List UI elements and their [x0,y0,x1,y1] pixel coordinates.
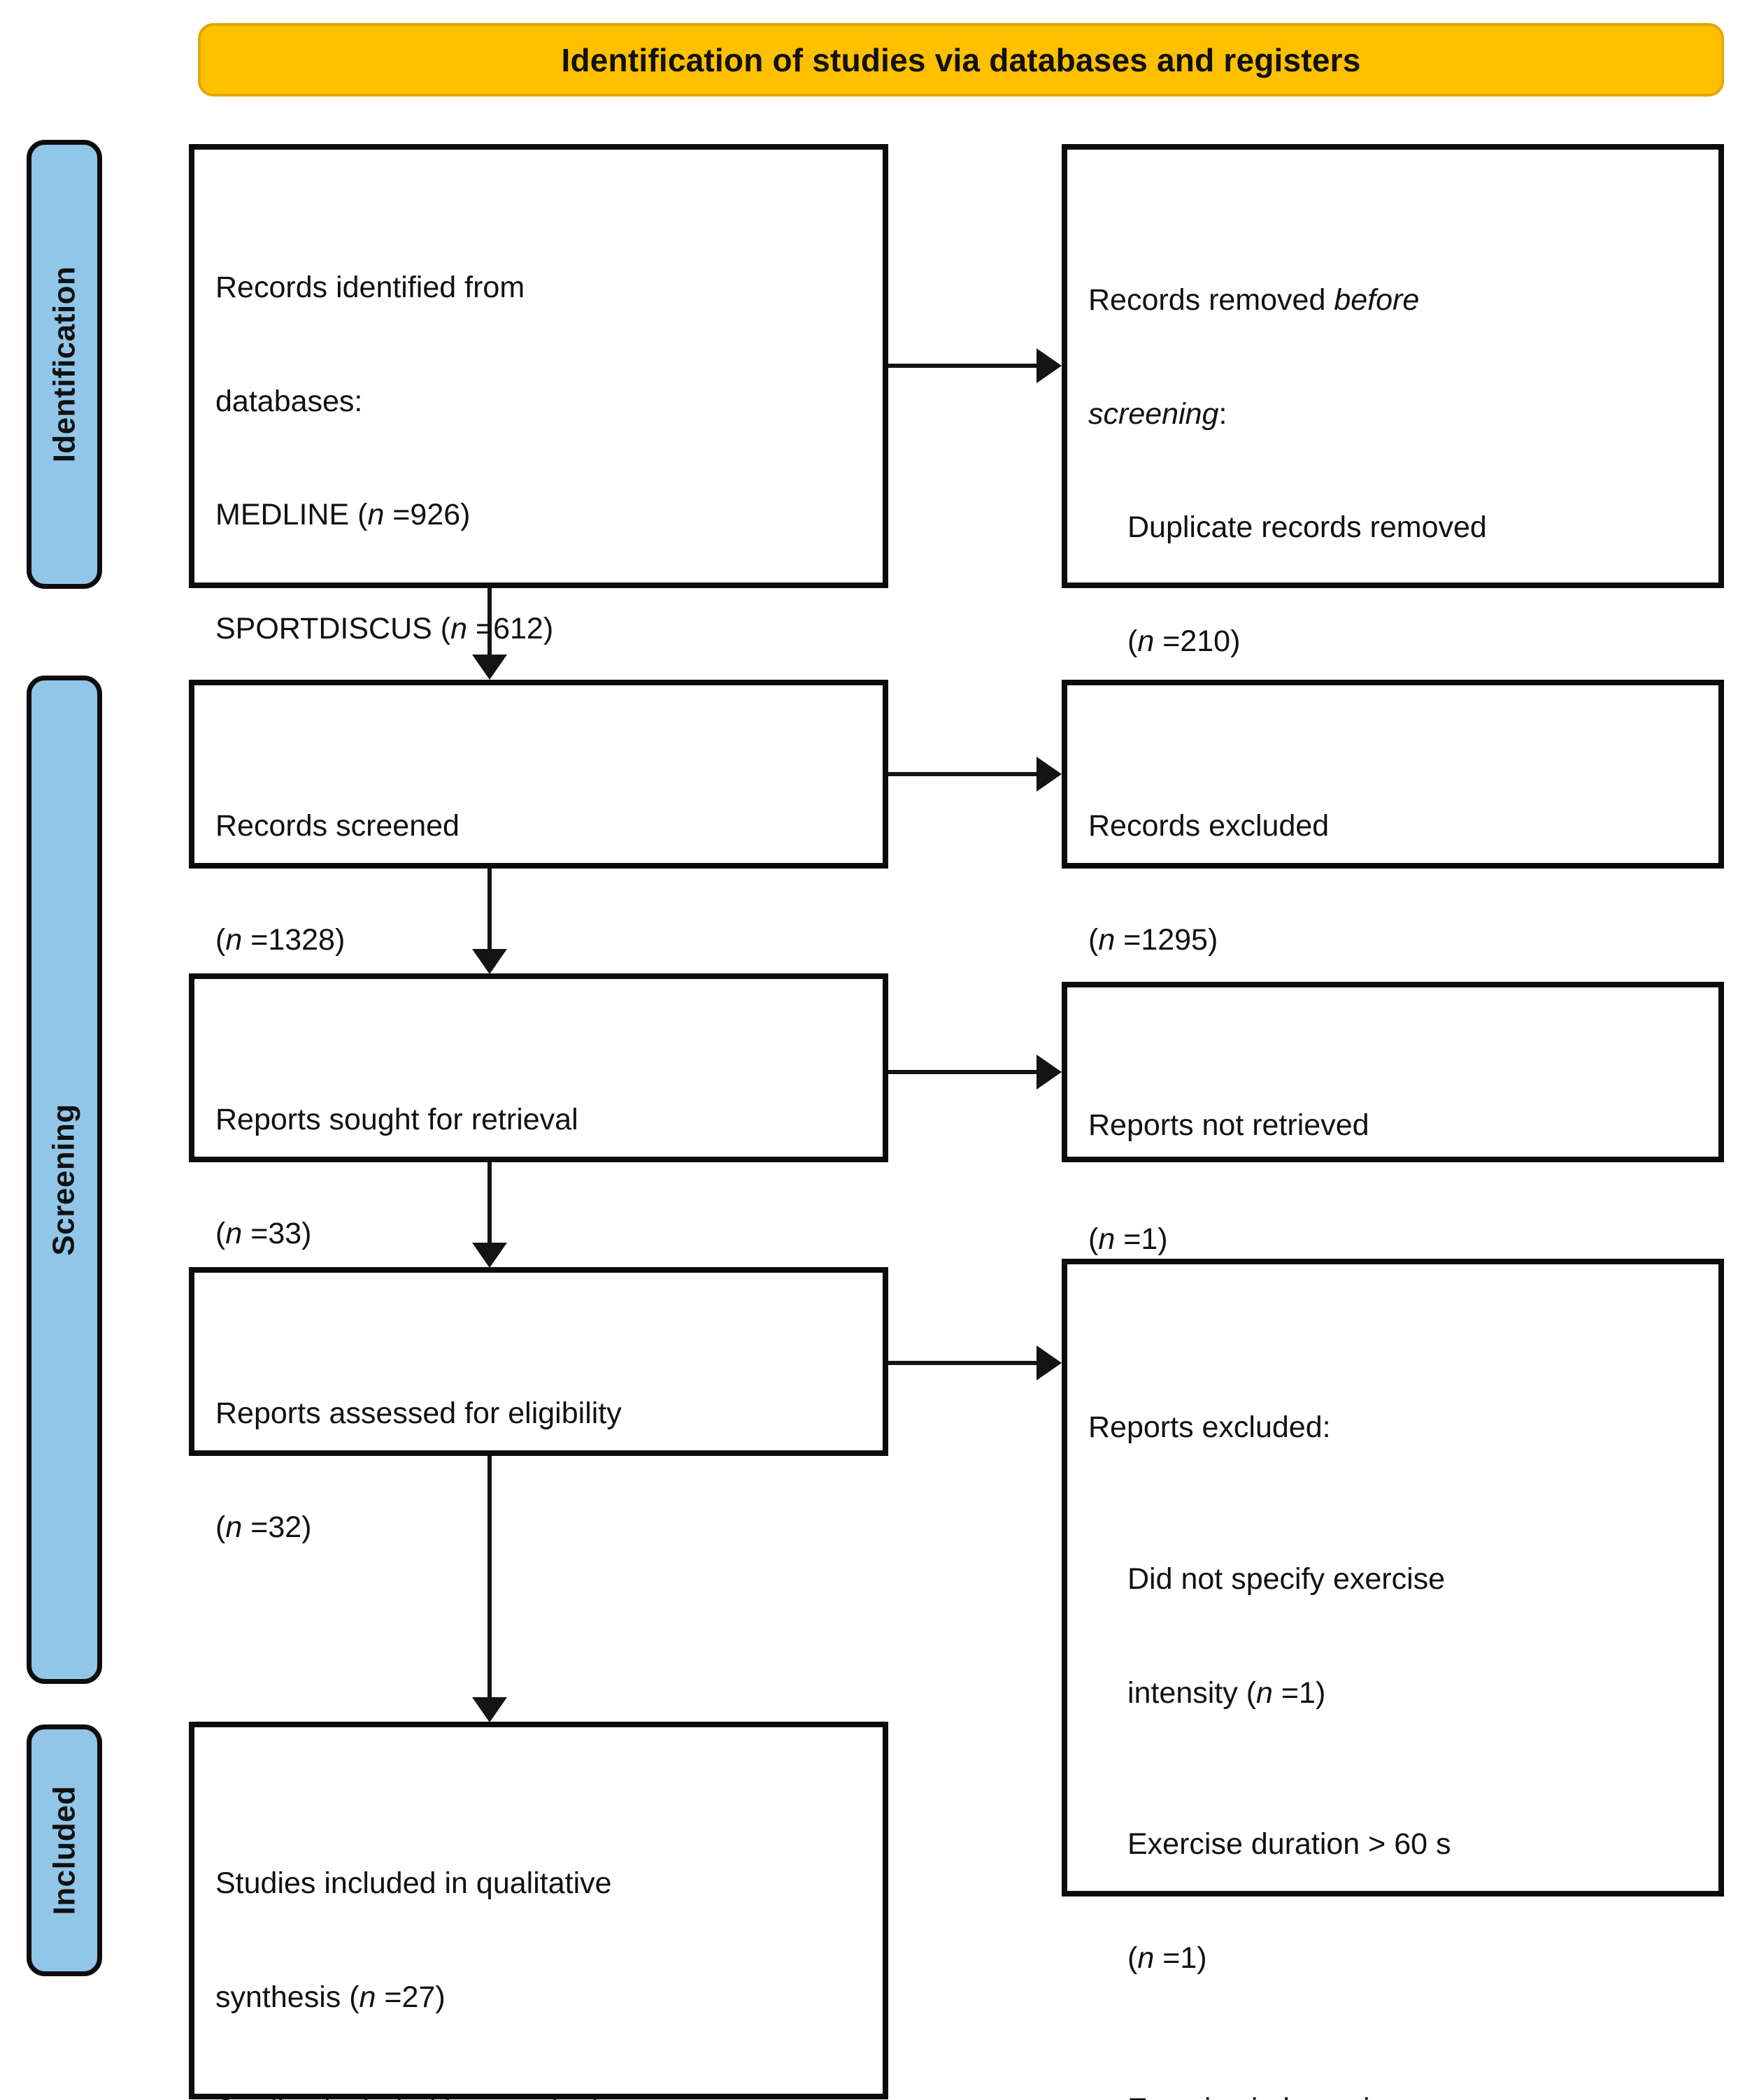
box-records-screened: Records screened (n =1328) [189,680,888,957]
connector-assessed-to-included [487,1456,492,1697]
connector-sought-to-not-retrieved [888,1070,1037,1074]
records-screened-count: (n =1328) [215,922,346,957]
connector-screened-to-records-excluded [888,772,1037,776]
records-identified-medline: MEDLINE (n =926) [215,498,471,532]
reports-assessed-title: Reports assessed for eligibility [215,1397,622,1431]
reports-sought-title: Reports sought for retrieval [215,1103,578,1137]
connector-identified-to-screened [487,588,492,655]
stage-rail-identification: Identification [27,140,102,589]
studies-included-qual-line2: synthesis (n =27) [215,1980,446,2014]
box-records-excluded: Records excluded (n =1295) [1062,680,1724,957]
stage-label-identification: Identification [47,266,81,463]
records-screened-title: Records screened [215,809,460,843]
arrowhead-sought-to-assessed [472,1243,507,1268]
records-excluded-count: (n =1295) [1088,922,1218,957]
diagram-title: Identification of studies via databases … [561,41,1361,78]
arrowhead-screened-to-records-excluded [1037,757,1062,792]
reports-excluded-reason-1-line2: intensity (n =1) [1127,1676,1326,1710]
reports-assessed-count: (n =32) [215,1510,312,1544]
records-removed-duplicate: Duplicate records removed [1127,510,1487,545]
records-removed-line2: screening: [1088,397,1227,431]
connector-screened-to-sought [487,869,492,949]
records-identified-sportdiscus: SPORTDISCUS (n =612) [215,611,554,645]
records-removed-line1: Records removed before [1088,283,1420,317]
reports-excluded-title: Reports excluded: [1088,1410,1331,1445]
reports-excluded-reason-3-line1: Exercise in hypoxic [1088,2090,1697,2100]
box-records-removed: Records removed before screening: Duplic… [1062,144,1724,658]
stage-rail-screening: Screening [27,676,102,1684]
studies-included-qual-line1: Studies included in qualitative [215,1866,612,1901]
arrowhead-assessed-to-reports-excluded [1037,1345,1062,1380]
records-removed-duplicate-count: (n =210) [1127,624,1241,658]
arrowhead-sought-to-not-retrieved [1037,1055,1062,1090]
reports-not-retrieved-count: (n =1) [1088,1222,1168,1256]
reports-excluded-reason-1-line1: Did not specify exercise [1127,1562,1446,1597]
box-reports-sought: Reports sought for retrieval (n =33) [189,973,888,1250]
records-identified-line1: Records identified from [215,271,525,305]
connector-identified-to-removed [888,364,1037,368]
diagram-header-banner: Identification of studies via databases … [198,23,1724,97]
stage-rail-included: Included [27,1724,102,1976]
stage-label-included: Included [47,1785,81,1915]
box-records-identified: Records identified from databases: MEDLI… [189,144,888,759]
records-identified-line2: databases: [215,384,363,418]
box-reports-excluded: Reports excluded: Did not specify exerci… [1062,1259,1724,2100]
arrowhead-screened-to-sought [472,949,507,974]
box-studies-included: Studies included in qualitative synthesi… [189,1722,888,2100]
stage-label-screening: Screening [47,1103,81,1256]
arrowhead-identified-to-screened [472,655,507,680]
box-reports-not-retrieved: Reports not retrieved (n =1) [1062,982,1724,1256]
arrowhead-assessed-to-included [472,1697,507,1722]
reports-not-retrieved-title: Reports not retrieved [1088,1108,1369,1143]
connector-sought-to-assessed [487,1162,492,1243]
studies-included-quant-line1: Studies included in quantitative [215,2092,862,2100]
records-excluded-title: Records excluded [1088,809,1330,843]
reports-excluded-reason-2-line1: Exercise duration > 60 s [1127,1827,1451,1862]
connector-assessed-to-reports-excluded [888,1361,1037,1365]
box-reports-assessed: Reports assessed for eligibility (n =32) [189,1267,888,1544]
arrowhead-identified-to-removed [1037,348,1062,383]
reports-excluded-reason-2-line2: (n =1) [1127,1941,1207,1975]
reports-sought-count: (n =33) [215,1216,312,1250]
